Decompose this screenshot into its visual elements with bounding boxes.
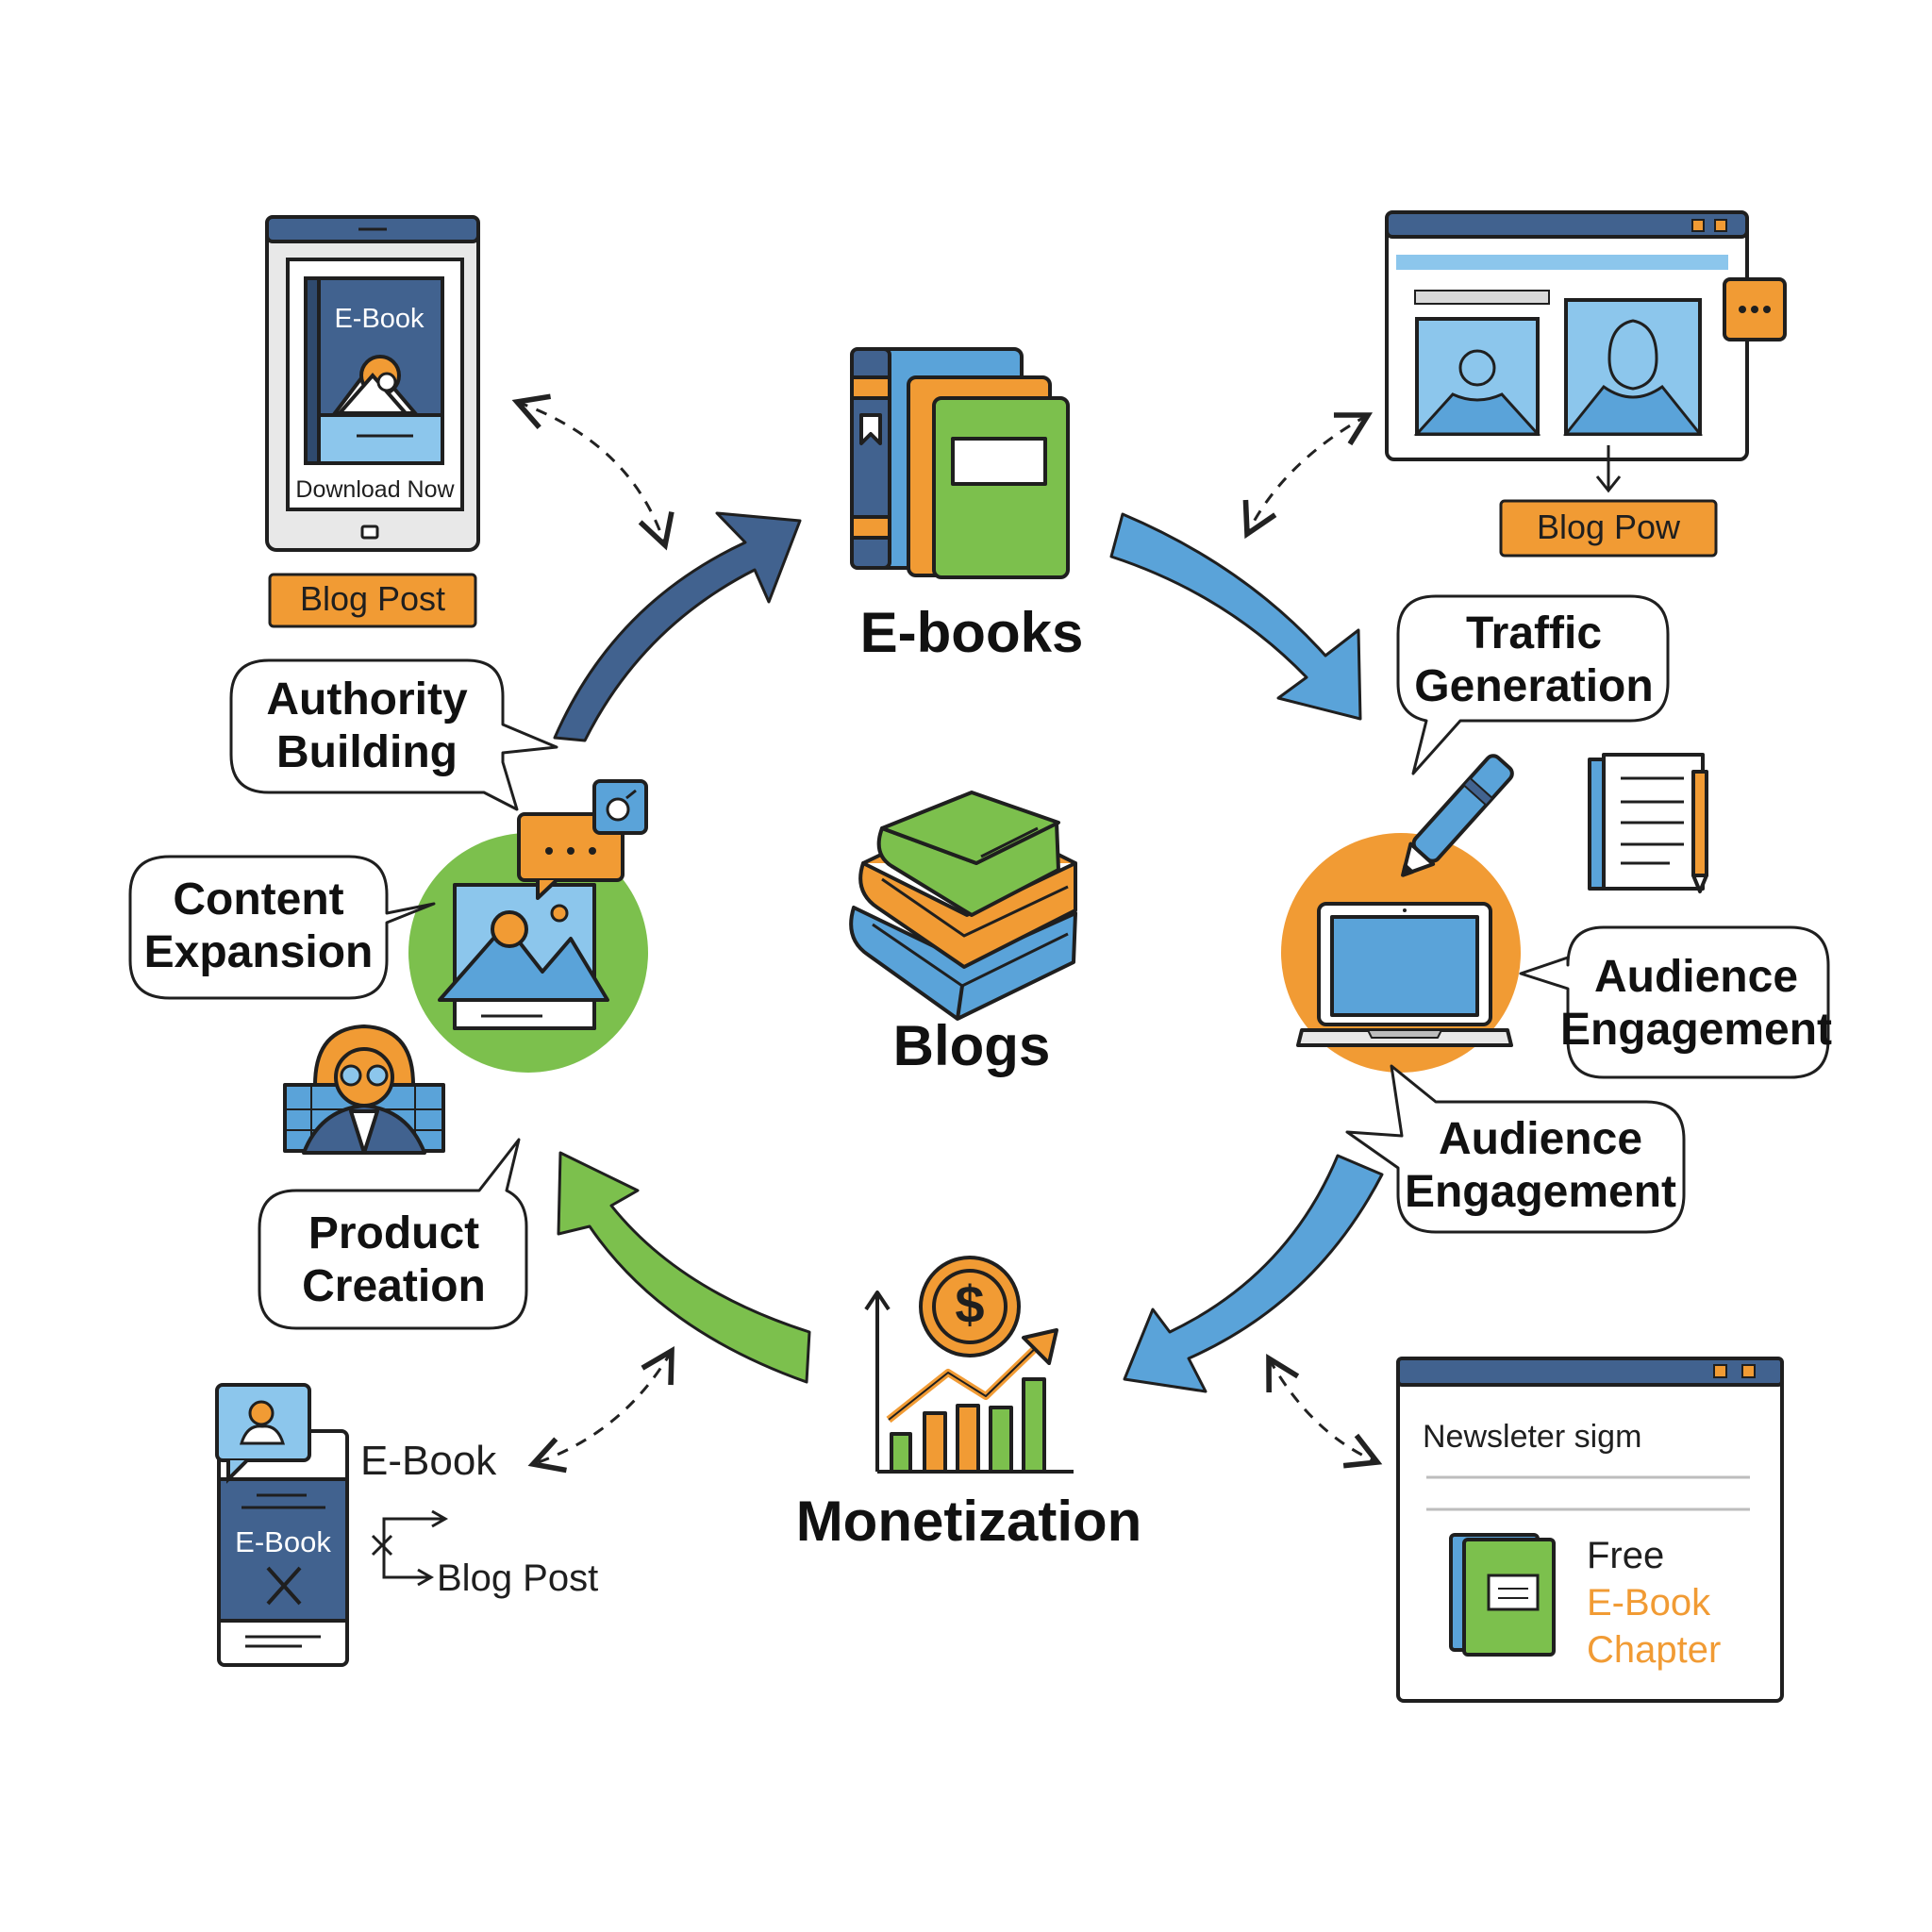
phone-link-arrows xyxy=(371,1509,449,1587)
bubble-engagement-right-text: Audience Engagement xyxy=(1559,952,1833,1055)
bubble-engagement-right xyxy=(1519,925,1830,1079)
cycle-arrow-navy xyxy=(553,511,802,742)
browser-blog-tag[interactable]: Blog Pow xyxy=(1536,508,1681,546)
bubble-content-text: Content Expansion xyxy=(143,874,374,977)
blogs-icon xyxy=(849,791,1077,1021)
bubble-product xyxy=(258,1138,528,1330)
profile-browser-window xyxy=(1385,210,1787,493)
tablet-download-button[interactable]: Download Now xyxy=(295,476,455,503)
phone-ebook-label: E-Book xyxy=(360,1438,497,1484)
laptop-icon xyxy=(1281,754,1521,1073)
bubble-traffic-text: Traffic Generation xyxy=(1414,608,1654,711)
dollar-symbol: $ xyxy=(955,1274,985,1334)
bubble-engagement-lower xyxy=(1345,1064,1686,1234)
cycle-arrow-green xyxy=(557,1151,811,1384)
notepad-icon xyxy=(1588,753,1708,893)
browser-tag-bg xyxy=(1499,499,1718,558)
label-monetization: Monetization xyxy=(795,1490,1142,1553)
phone-device xyxy=(215,1383,349,1667)
bubble-traffic xyxy=(1396,594,1670,775)
ebooks-icon xyxy=(850,347,1070,579)
bubble-engagement-lower-text: Audience Engagement xyxy=(1404,1114,1677,1217)
tablet-cover-title: E-Book xyxy=(334,304,425,334)
presenter-avatar-icon xyxy=(283,1024,445,1155)
label-ebooks: E-books xyxy=(859,601,1084,664)
phone-cover-title: E-Book xyxy=(235,1525,331,1558)
dashed-connector-top-left xyxy=(511,393,675,551)
image-post-icon xyxy=(408,779,648,1073)
newsletter-heading: Newsleter sigm xyxy=(1423,1419,1642,1455)
phone-blog-post-link[interactable]: Blog Post xyxy=(437,1557,599,1599)
bubble-product-text: Product Creation xyxy=(302,1208,486,1311)
bubble-content xyxy=(128,855,436,1000)
dashed-connector-top-right xyxy=(1242,412,1374,540)
cycle-arrow-bottom-right xyxy=(1123,1154,1384,1393)
bubble-authority-text: Authority Building xyxy=(266,675,468,777)
dashed-connector-bottom-left xyxy=(527,1346,675,1474)
newsletter-ebook: E-Book xyxy=(1587,1582,1711,1624)
dashed-connector-bottom-right xyxy=(1266,1353,1383,1469)
newsletter-window xyxy=(1396,1357,1784,1703)
tablet-tag-bg xyxy=(268,573,477,628)
newsletter-chapter: Chapter xyxy=(1587,1629,1722,1671)
newsletter-free: Free xyxy=(1587,1535,1665,1576)
label-blogs: Blogs xyxy=(892,1014,1051,1077)
bubble-authority xyxy=(229,658,558,811)
cycle-arrow-top-right xyxy=(1109,512,1362,721)
tablet-blog-post-tag[interactable]: Blog Post xyxy=(299,579,446,618)
monetization-chart-icon xyxy=(864,1256,1074,1474)
tablet-device xyxy=(265,215,480,552)
